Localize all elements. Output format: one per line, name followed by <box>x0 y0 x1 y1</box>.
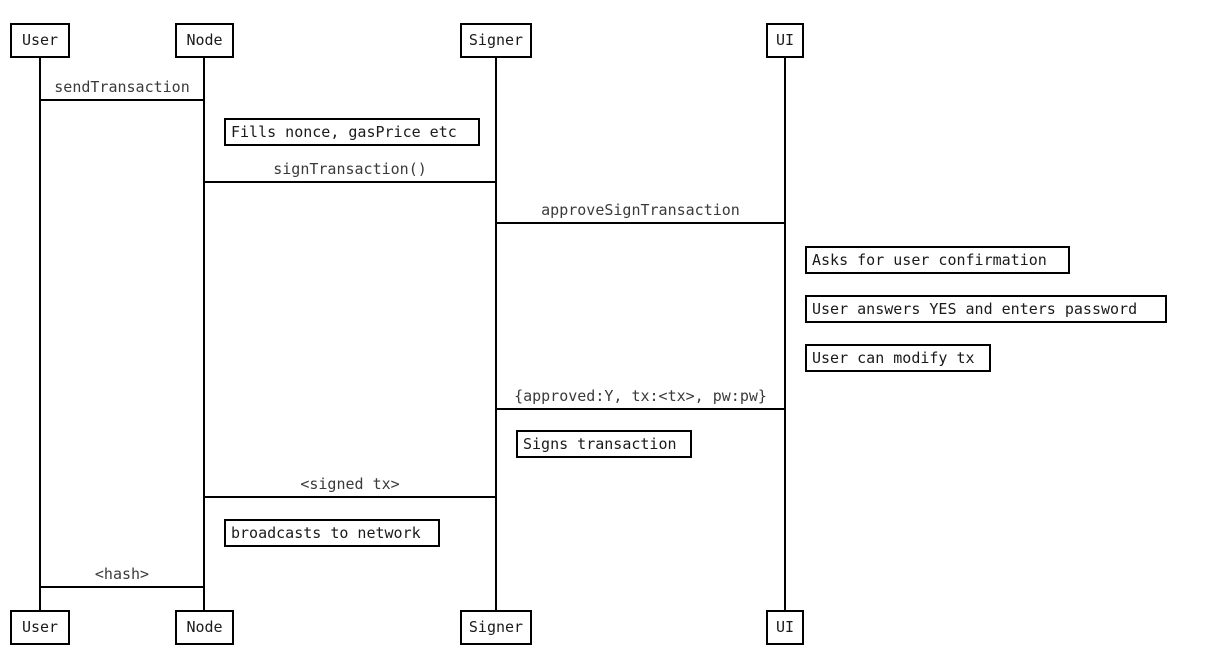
message-label-m1: sendTransaction <box>54 78 190 96</box>
message-line-m5 <box>203 496 497 498</box>
note-n3: User answers YES and enters password <box>805 295 1167 323</box>
participant-top-node[interactable]: Node <box>175 23 234 58</box>
lifeline-signer <box>495 58 497 610</box>
note-n4: User can modify tx <box>805 344 991 372</box>
note-n2: Asks for user confirmation <box>805 246 1070 274</box>
note-n6: broadcasts to network <box>224 519 440 547</box>
message-line-m6 <box>39 586 205 588</box>
participant-top-user[interactable]: User <box>10 23 70 58</box>
message-line-m1 <box>39 99 205 101</box>
message-line-m4 <box>495 408 786 410</box>
lifeline-node <box>203 58 205 610</box>
message-line-m3 <box>495 222 786 224</box>
message-label-m2: signTransaction() <box>273 160 427 178</box>
participant-bottom-user[interactable]: User <box>10 610 70 645</box>
note-n5: Signs transaction <box>516 430 692 458</box>
participant-bottom-signer[interactable]: Signer <box>460 610 532 645</box>
participant-bottom-node[interactable]: Node <box>175 610 234 645</box>
participant-bottom-ui[interactable]: UI <box>766 610 804 645</box>
message-line-m2 <box>203 181 497 183</box>
lifeline-ui <box>784 58 786 610</box>
message-label-m5: <signed tx> <box>300 475 400 493</box>
lifeline-user <box>39 58 41 610</box>
message-label-m4: {approved:Y, tx:<tx>, pw:pw} <box>514 387 767 405</box>
participant-top-signer[interactable]: Signer <box>460 23 532 58</box>
message-label-m6: <hash> <box>94 565 150 583</box>
participant-top-ui[interactable]: UI <box>766 23 804 58</box>
message-label-m3: approveSignTransaction <box>541 201 740 219</box>
note-n1: Fills nonce, gasPrice etc <box>224 118 480 146</box>
